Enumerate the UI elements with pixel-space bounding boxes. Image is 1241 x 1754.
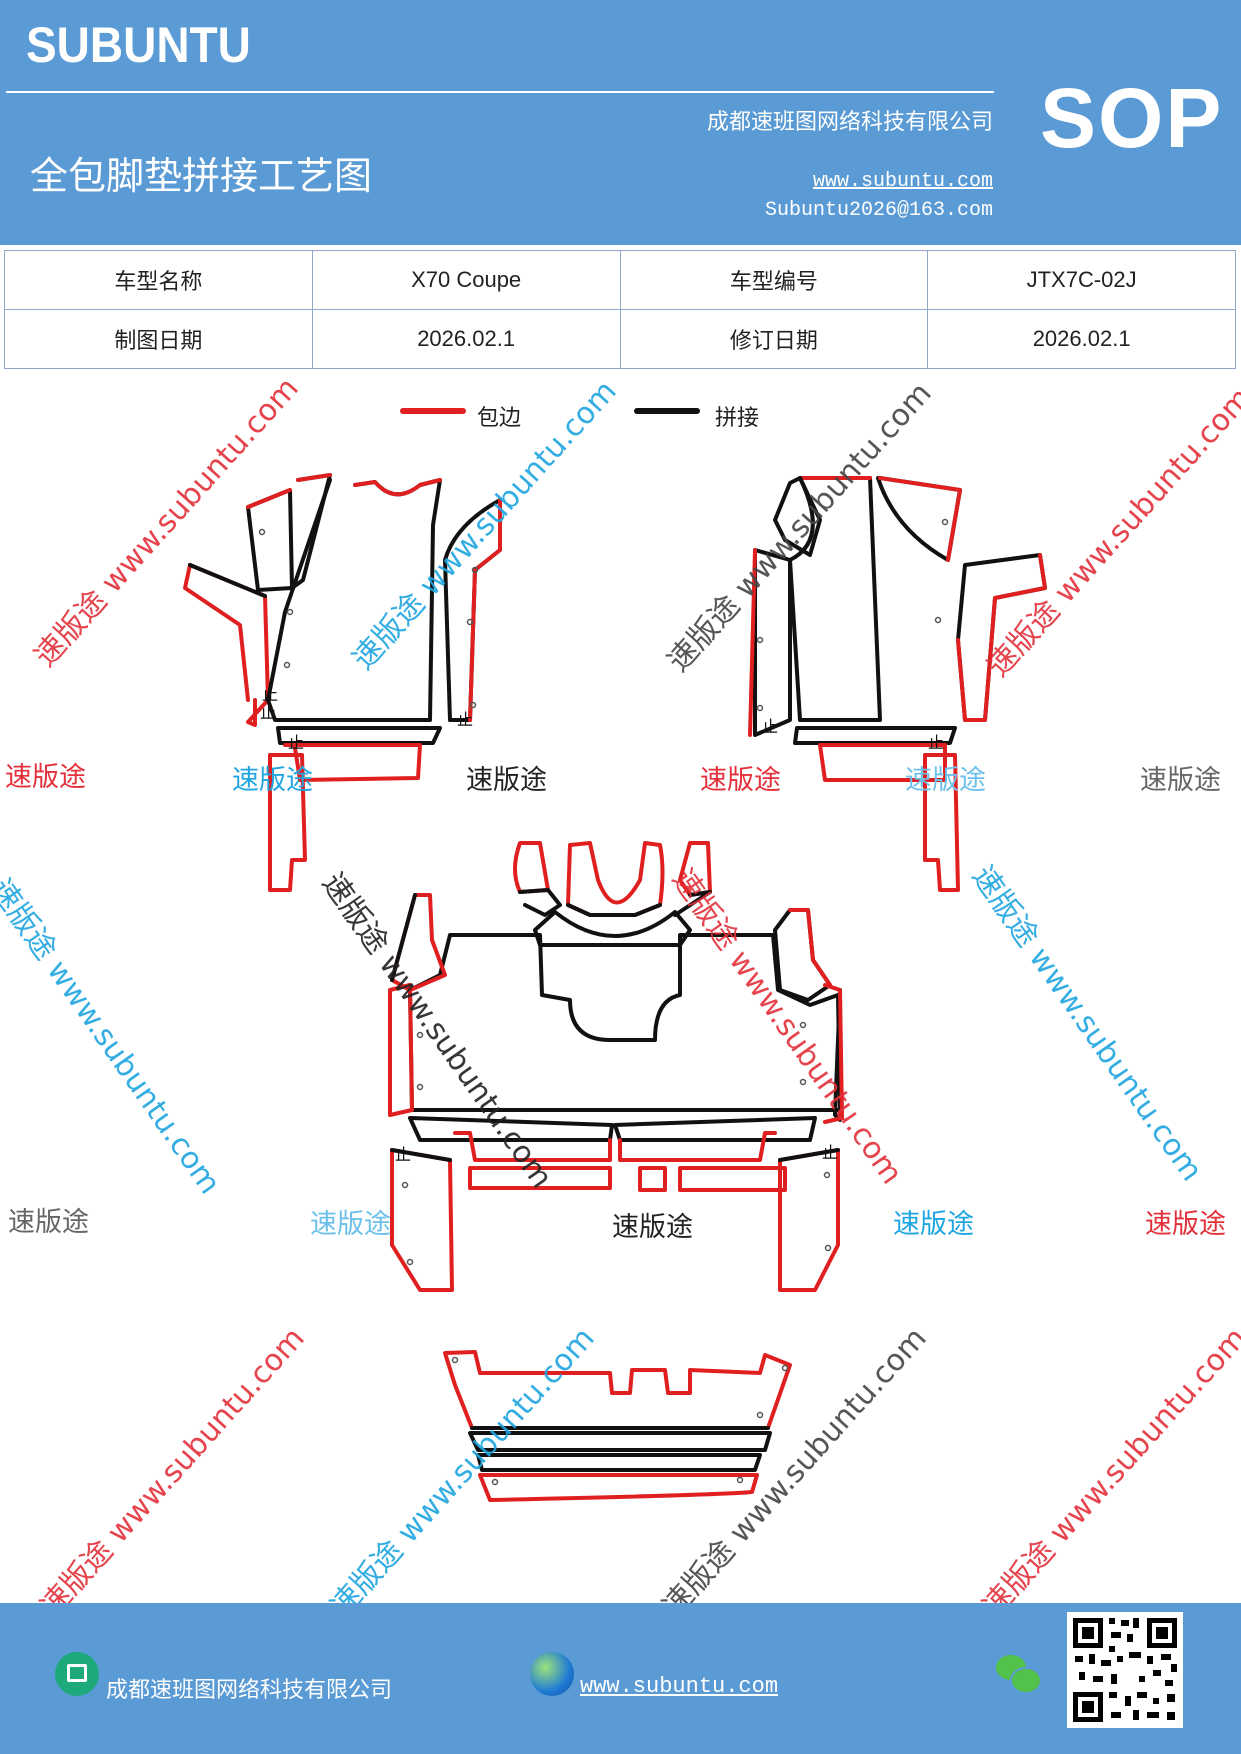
page-title: 全包脚垫拼接工艺图 [30,154,373,198]
draw-date-value: 2026.02.1 [311,309,621,369]
watermark-text: 速版途 [1145,1209,1226,1240]
brand-logo: SUBUNTU [26,17,251,73]
model-code-value: JTX7C-02J [927,250,1236,310]
watermark-text: 速版途 [232,765,313,796]
joint-mark: 止 [457,710,473,729]
model-name-label: 车型名称 [4,250,313,310]
header-company: 成都速班图网络科技有限公司 [706,110,993,135]
header-bar: SUBUNTU 成都速班图网络科技有限公司 全包脚垫拼接工艺图 www.subu… [0,0,1241,245]
info-table: 车型名称 X70 Coupe 车型编号 JTX7C-02J 制图日期 2026.… [4,250,1236,369]
watermark-text: 速版途 [700,765,781,796]
watermark-text: 速版途 [466,765,547,796]
watermark-text: 速版途 [905,765,986,796]
legend-black-swatch [634,408,700,414]
model-code-label: 车型编号 [619,250,929,310]
footer-url-link[interactable]: www.subuntu.com [580,1674,779,1699]
joint-mark: 止 [260,703,276,722]
watermark-text: 速版途 [893,1209,974,1240]
mounting-holes [258,518,949,1486]
joint-mark: 止 [288,733,304,752]
legend-red-label: 包边 [477,406,522,431]
qr-code [1067,1612,1183,1728]
joint-mark: 止 [928,733,944,752]
header-divider [6,91,994,93]
joint-mark: 止 [762,717,778,736]
wechat-icon[interactable] [996,1655,1042,1695]
table-row: 车型名称 X70 Coupe 车型编号 JTX7C-02J [4,250,1236,310]
watermark-text: 速版途 [8,1207,89,1238]
center-mat-group [388,841,844,1292]
sop-badge: SOP [1040,71,1224,165]
model-name-value: X70 Coupe [311,250,621,310]
joint-marks: 止 止 止 止 止 止 止 止 [260,685,944,1164]
watermark-text: 速版途 [5,762,86,793]
header-email[interactable]: Subuntu2026@163.com [764,199,993,222]
table-row: 制图日期 2026.02.1 修订日期 2026.02.1 [4,309,1236,369]
passenger-mat-group [748,476,1047,892]
revise-date-label: 修订日期 [619,309,929,369]
joint-mark: 止 [395,1145,411,1164]
header-url-link[interactable]: www.subuntu.com [812,170,993,193]
driver-mat-group [183,473,502,892]
legend-black-label: 拼接 [715,406,760,431]
rear-mat-group [443,1350,792,1502]
watermark-text: 速版途 [1140,765,1221,796]
joint-mark: 止 [822,1143,838,1162]
company-icon [55,1652,99,1696]
globe-icon [530,1652,574,1696]
joint-mark: 止 [262,685,278,704]
revise-date-value: 2026.02.1 [927,309,1236,369]
legend-red-swatch [400,408,466,414]
footer-company: 成都速班图网络科技有限公司 [106,1678,393,1703]
watermark-text: 速版途 [310,1209,391,1240]
draw-date-label: 制图日期 [4,309,313,369]
watermark-text: 速版途 [612,1212,693,1243]
